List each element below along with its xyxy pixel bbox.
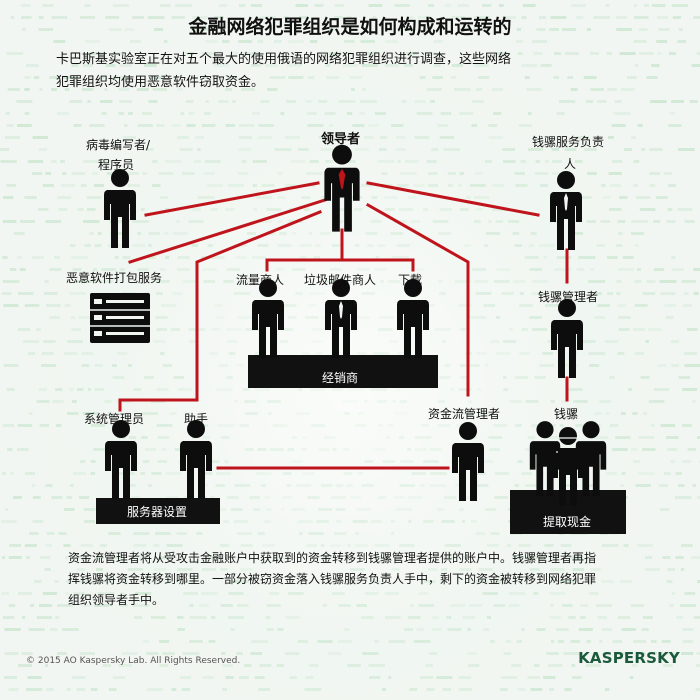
line-leader-assistant xyxy=(195,210,322,402)
person-mule-manager xyxy=(551,299,583,378)
line-leader-cash-flow xyxy=(365,202,470,397)
line-sysadmin-branch xyxy=(118,398,199,412)
footer-line-1: 资金流管理者将从受攻击金融账户中获取到的资金转移到钱骡管理者提供的账户中。钱骡管… xyxy=(68,551,597,565)
person-mule-2 xyxy=(552,427,584,506)
copyright-text: © 2015 AO Kaspersky Lab. All Rights Rese… xyxy=(26,656,241,666)
line-leader-virus-writer xyxy=(144,181,320,217)
footer-line-2: 挥钱骡将资金转移到哪里。一部分被窃资金落入钱骡服务负责人手中，剩下的资金被转移到… xyxy=(68,572,597,586)
person-assistant xyxy=(180,420,212,499)
server-setup-box xyxy=(96,498,220,524)
person-spam-dealer xyxy=(325,279,357,358)
intro-line-1: 卡巴斯基实验室正在对五个最大的使用俄语的网络犯罪组织进行调查，这些网络 xyxy=(56,52,512,67)
resellers-label: 经销商 xyxy=(322,371,359,385)
server-setup-label: 服务器设置 xyxy=(127,505,188,519)
label-malware-packing: 恶意软件打包服务 xyxy=(66,271,163,285)
intro-line-2: 犯罪组织均使用恶意软件窃取资金。 xyxy=(56,75,265,90)
line-resellers-bar xyxy=(265,258,415,272)
person-cash-flow-manager xyxy=(452,422,484,501)
label-leader: 领导者 xyxy=(321,132,361,147)
cash-withdrawal-box xyxy=(510,490,626,534)
person-virus-writer xyxy=(104,169,136,248)
person-download xyxy=(397,279,429,358)
label-virus-writer-line2: 程序员 xyxy=(98,158,135,172)
line-leader-mule-owner xyxy=(366,181,540,217)
label-money-mules: 钱骡 xyxy=(554,407,579,421)
label-virus-writer-line1: 病毒编写者/ xyxy=(86,138,151,152)
line-leader-malware-packing xyxy=(128,198,327,264)
label-sysadmin: 系统管理员 xyxy=(84,412,145,426)
label-cash-flow-manager: 资金流管理者 xyxy=(428,407,501,421)
cash-withdrawal-label: 提取现金 xyxy=(543,515,592,529)
label-mule-manager: 钱骡管理者 xyxy=(538,290,599,304)
footer-explanation: 资金流管理者将从受攻击金融账户中获取到的资金转移到钱骡管理者提供的账户中。钱骡管… xyxy=(68,548,648,611)
label-mule-owner-line1: 钱骡服务负责 xyxy=(532,135,605,149)
person-leader xyxy=(324,144,360,232)
person-mule-owner xyxy=(550,171,582,250)
footer-line-3: 组织领导者手中。 xyxy=(68,593,165,607)
resellers-box xyxy=(248,355,438,388)
person-sysadmin xyxy=(105,420,137,499)
label-mule-owner-line2: 人 xyxy=(564,157,577,171)
kaspersky-logo: KASPERSKY xyxy=(578,649,680,667)
person-traffic-dealer xyxy=(252,279,284,358)
intro-text: 卡巴斯基实验室正在对五个最大的使用俄语的网络犯罪组织进行调查，这些网络 犯罪组织… xyxy=(56,48,646,94)
page-title: 金融网络犯罪组织是如何构成和运转的 xyxy=(188,16,512,38)
